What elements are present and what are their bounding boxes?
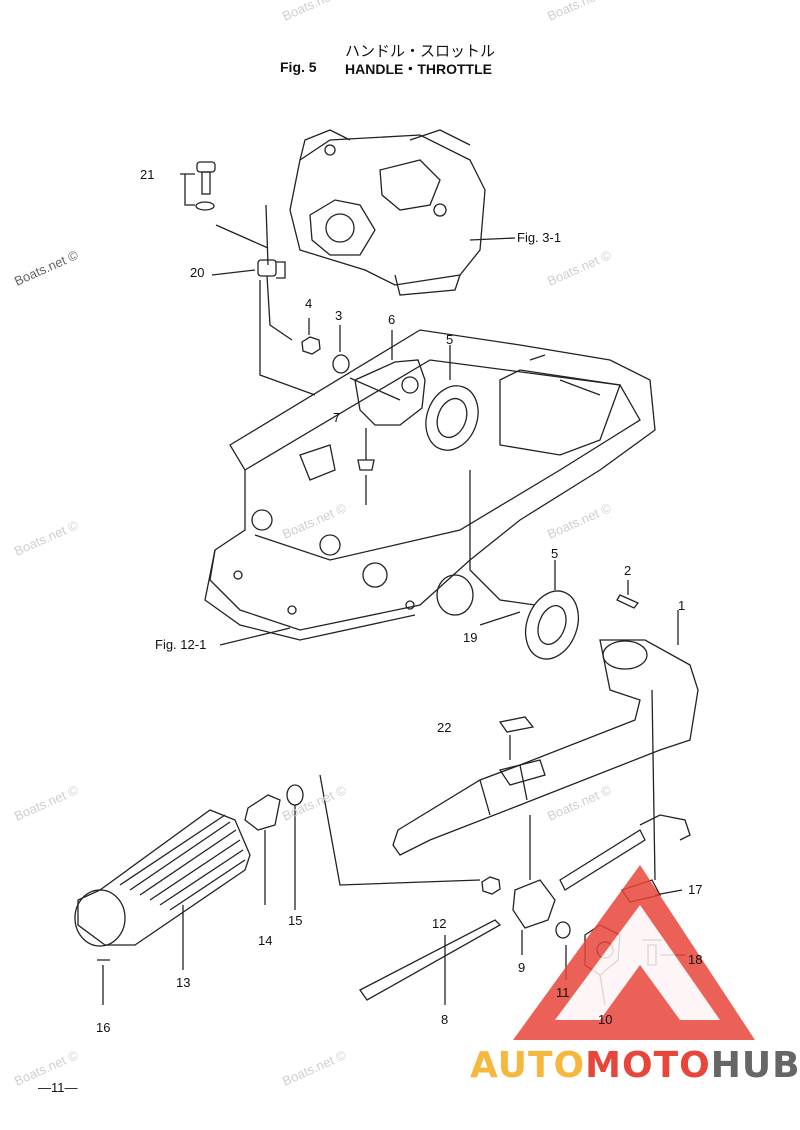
part-label-8[interactable]: 8 xyxy=(441,1012,449,1027)
part-label-2[interactable]: 2 xyxy=(624,563,632,578)
part-label-6[interactable]: 6 xyxy=(388,312,396,327)
leader-fig-12-1 xyxy=(219,627,291,646)
title-japanese: ハンドル・スロットル xyxy=(345,42,496,60)
part-2-pin xyxy=(616,594,640,609)
part-5-gear-lower xyxy=(524,590,580,660)
part-label-13[interactable]: 13 xyxy=(176,975,191,990)
part-label-19[interactable]: 19 xyxy=(463,630,478,645)
part-14-collar xyxy=(244,794,281,831)
part-20-link xyxy=(211,204,316,396)
part-3-washer xyxy=(332,354,350,374)
title-english: HANDLE・THROTTLE xyxy=(345,61,492,77)
part-label-5-lower[interactable]: 5 xyxy=(551,546,559,561)
leader-fig-3-1 xyxy=(469,237,516,241)
part-13-grip xyxy=(74,809,251,947)
part-label-16[interactable]: 16 xyxy=(96,1020,111,1035)
part-1-handle xyxy=(392,639,699,856)
part-4-nut xyxy=(301,336,321,355)
part-label-20[interactable]: 20 xyxy=(190,265,205,280)
part-16-screw xyxy=(97,959,110,1005)
leader-17 xyxy=(654,889,683,896)
part-label-17[interactable]: 17 xyxy=(688,882,703,897)
carburetor-drawing xyxy=(289,129,486,296)
part-label-14[interactable]: 14 xyxy=(258,933,273,948)
part-22-label xyxy=(498,716,535,733)
part-7-bolt xyxy=(357,428,375,471)
automotohub-logo: AUTOMOTOHUB xyxy=(470,1045,800,1086)
part-5-gear-upper xyxy=(425,385,479,451)
part-11-washer xyxy=(555,921,571,939)
page-number: —11— xyxy=(38,1080,78,1095)
throttle-shaft xyxy=(559,829,646,891)
part-label-22[interactable]: 22 xyxy=(437,720,452,735)
part-label-9[interactable]: 9 xyxy=(518,960,526,975)
part-label-15[interactable]: 15 xyxy=(288,913,303,928)
part-19-cable xyxy=(469,470,536,606)
part-label-1[interactable]: 1 xyxy=(678,598,686,613)
lower-cowl-drawing xyxy=(204,329,656,641)
part-label-10[interactable]: 10 xyxy=(598,1012,613,1027)
part-label-4[interactable]: 4 xyxy=(305,296,313,311)
ref-fig-3-1[interactable]: Fig. 3-1 xyxy=(517,230,562,245)
part-9-bracket xyxy=(512,879,556,929)
part-label-21[interactable]: 21 xyxy=(140,167,155,182)
part-12-nut xyxy=(481,876,501,895)
part-6-plate xyxy=(354,359,426,426)
part-label-3[interactable]: 3 xyxy=(335,308,343,323)
part-label-12[interactable]: 12 xyxy=(432,916,447,931)
part-label-18[interactable]: 18 xyxy=(688,952,703,967)
ref-fig-12-1[interactable]: Fig. 12-1 xyxy=(155,637,207,652)
figure-number: Fig. 5 xyxy=(280,59,317,75)
part-label-11[interactable]: 11 xyxy=(556,985,570,1000)
logo-triangle xyxy=(513,865,755,1040)
part-label-5-upper[interactable]: 5 xyxy=(446,332,454,347)
part-21-bolt xyxy=(180,161,216,211)
part-label-7[interactable]: 7 xyxy=(333,410,341,425)
part-8-rod xyxy=(359,919,502,1001)
